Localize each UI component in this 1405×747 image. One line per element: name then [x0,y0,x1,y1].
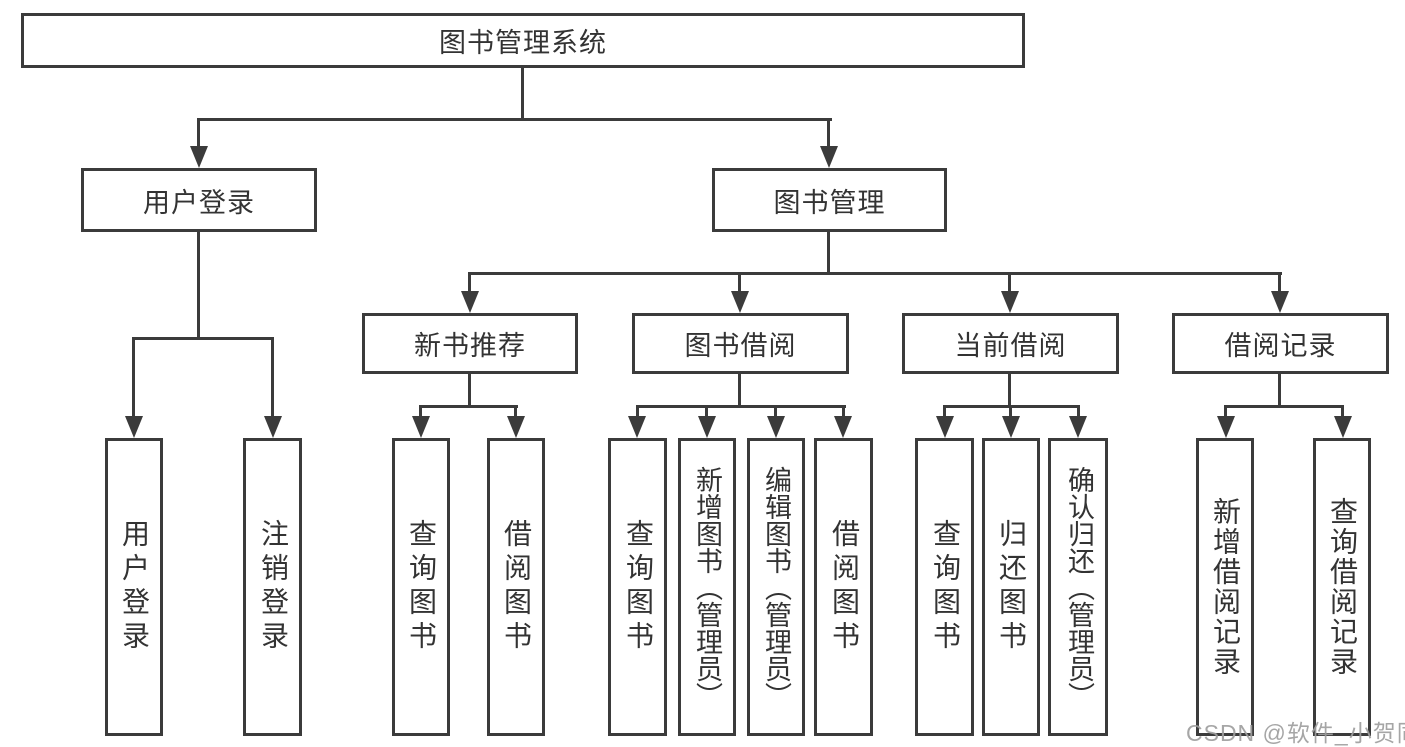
node-book-management: 图书管理 [712,168,947,232]
connector-line [1008,272,1011,293]
arrow-down-icon [936,416,954,438]
connector-line [842,405,845,418]
arrow-down-icon [1001,291,1019,313]
arrow-down-icon [412,416,430,438]
connector-line [636,405,846,408]
connector-line [1278,272,1281,293]
node-query-borrowing-record: 查询借阅记录 [1313,438,1371,736]
arrow-down-icon [264,416,282,438]
csdn-watermark: CSDN @软件_小贺同学 [1186,720,1405,746]
node-current-borrowing: 当前借阅 [902,313,1119,374]
node-new-book-recommendation: 新书推荐 [362,313,578,374]
connector-line [1224,405,1344,408]
connector-line [419,405,518,408]
arrow-down-icon [834,416,852,438]
arrow-down-icon [628,416,646,438]
arrow-down-icon [1217,416,1235,438]
connector-line [827,118,830,148]
arrow-down-icon [1334,416,1352,438]
connector-line [738,374,741,405]
connector-line [1224,405,1227,418]
connector-line [1009,405,1012,418]
connector-line [1008,374,1011,405]
connector-line [705,405,708,418]
connector-line [1077,405,1080,418]
connector-line [521,68,524,121]
node-logout: 注销登录 [243,438,302,736]
arrow-down-icon [1002,416,1020,438]
arrow-down-icon [731,291,749,313]
node-book-borrowing: 图书借阅 [632,313,849,374]
connector-line [132,337,135,417]
connector-line [636,405,639,418]
arrow-down-icon [1069,416,1087,438]
connector-line [943,405,946,418]
arrow-down-icon [767,416,785,438]
connector-line [132,337,274,340]
connector-line [514,405,517,418]
node-query-books-current: 查询图书 [915,438,974,736]
arrow-down-icon [820,146,838,168]
node-query-books-recommend: 查询图书 [392,438,450,736]
node-library-management-system: 图书管理系统 [21,13,1025,68]
node-borrow-books-leaf: 借阅图书 [814,438,873,736]
node-add-borrowing-record: 新增借阅记录 [1196,438,1254,736]
connector-line [738,272,741,293]
connector-line [468,272,471,293]
arrow-down-icon [507,416,525,438]
arrow-down-icon [125,416,143,438]
connector-line [468,374,471,405]
connector-line [197,118,832,121]
connector-line [774,405,777,418]
node-user-login: 用户登录 [81,168,317,232]
arrow-down-icon [1271,291,1289,313]
connector-line [419,405,422,418]
connector-line [197,232,200,337]
connector-line [827,232,830,272]
node-edit-book-admin: 编辑图书（管理员） [747,438,805,736]
node-query-books-borrow: 查询图书 [608,438,667,736]
node-add-book-admin: 新增图书（管理员） [678,438,736,736]
node-borrowing-records: 借阅记录 [1172,313,1389,374]
connector-line [197,118,200,148]
node-confirm-return-admin: 确认归还（管理员） [1048,438,1108,736]
arrow-down-icon [190,146,208,168]
arrow-down-icon [698,416,716,438]
connector-line [1341,405,1344,418]
node-return-book: 归还图书 [982,438,1040,736]
node-borrow-books-recommend: 借阅图书 [487,438,545,736]
connector-line [271,337,274,417]
node-user-login-leaf: 用户登录 [105,438,163,736]
arrow-down-icon [461,291,479,313]
connector-line [1278,374,1281,405]
connector-line [468,272,1282,275]
